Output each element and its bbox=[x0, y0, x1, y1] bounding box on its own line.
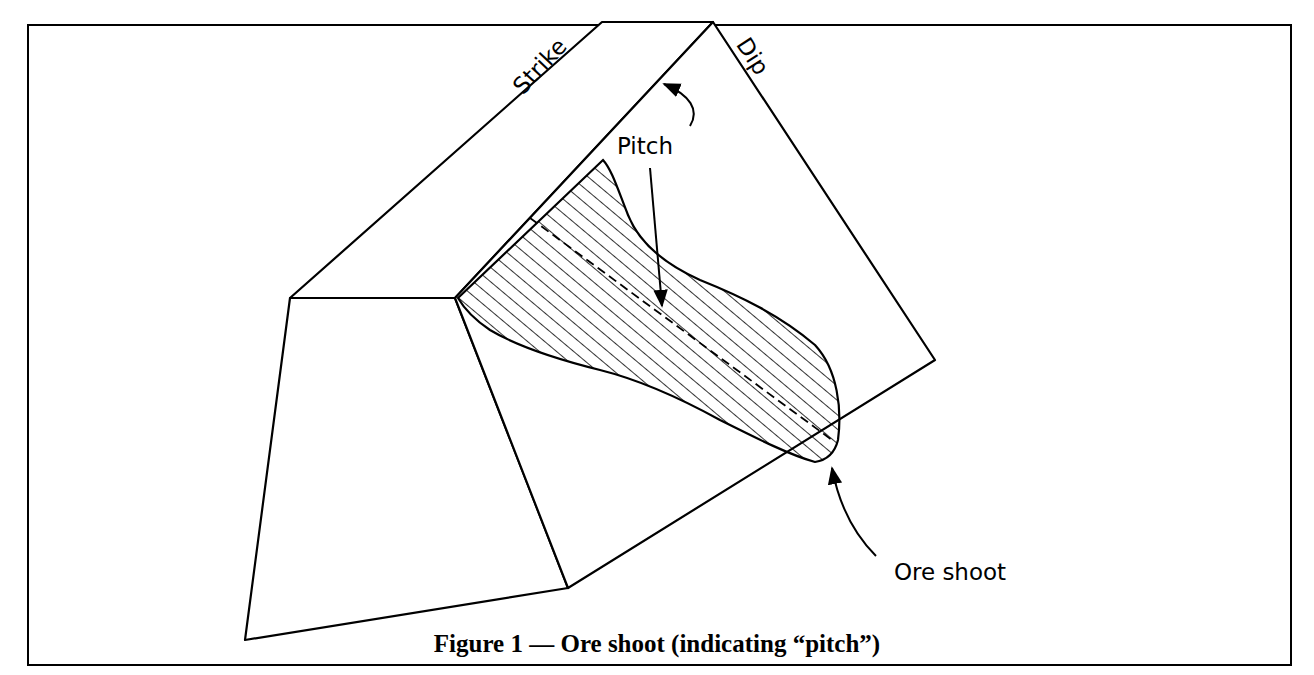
leader-arrow bbox=[832, 468, 876, 556]
ore-shoot-label: Ore shoot bbox=[894, 561, 1006, 584]
pitch-axis bbox=[530, 218, 832, 440]
block-outline bbox=[245, 22, 935, 640]
pitch-arrow bbox=[650, 168, 662, 306]
pitch-label: Pitch bbox=[617, 135, 673, 158]
ore-shoot bbox=[458, 160, 839, 462]
pitch-arrow bbox=[664, 84, 694, 126]
figure-caption: Figure 1 — Ore shoot (indicating “pitch”… bbox=[0, 630, 1314, 658]
